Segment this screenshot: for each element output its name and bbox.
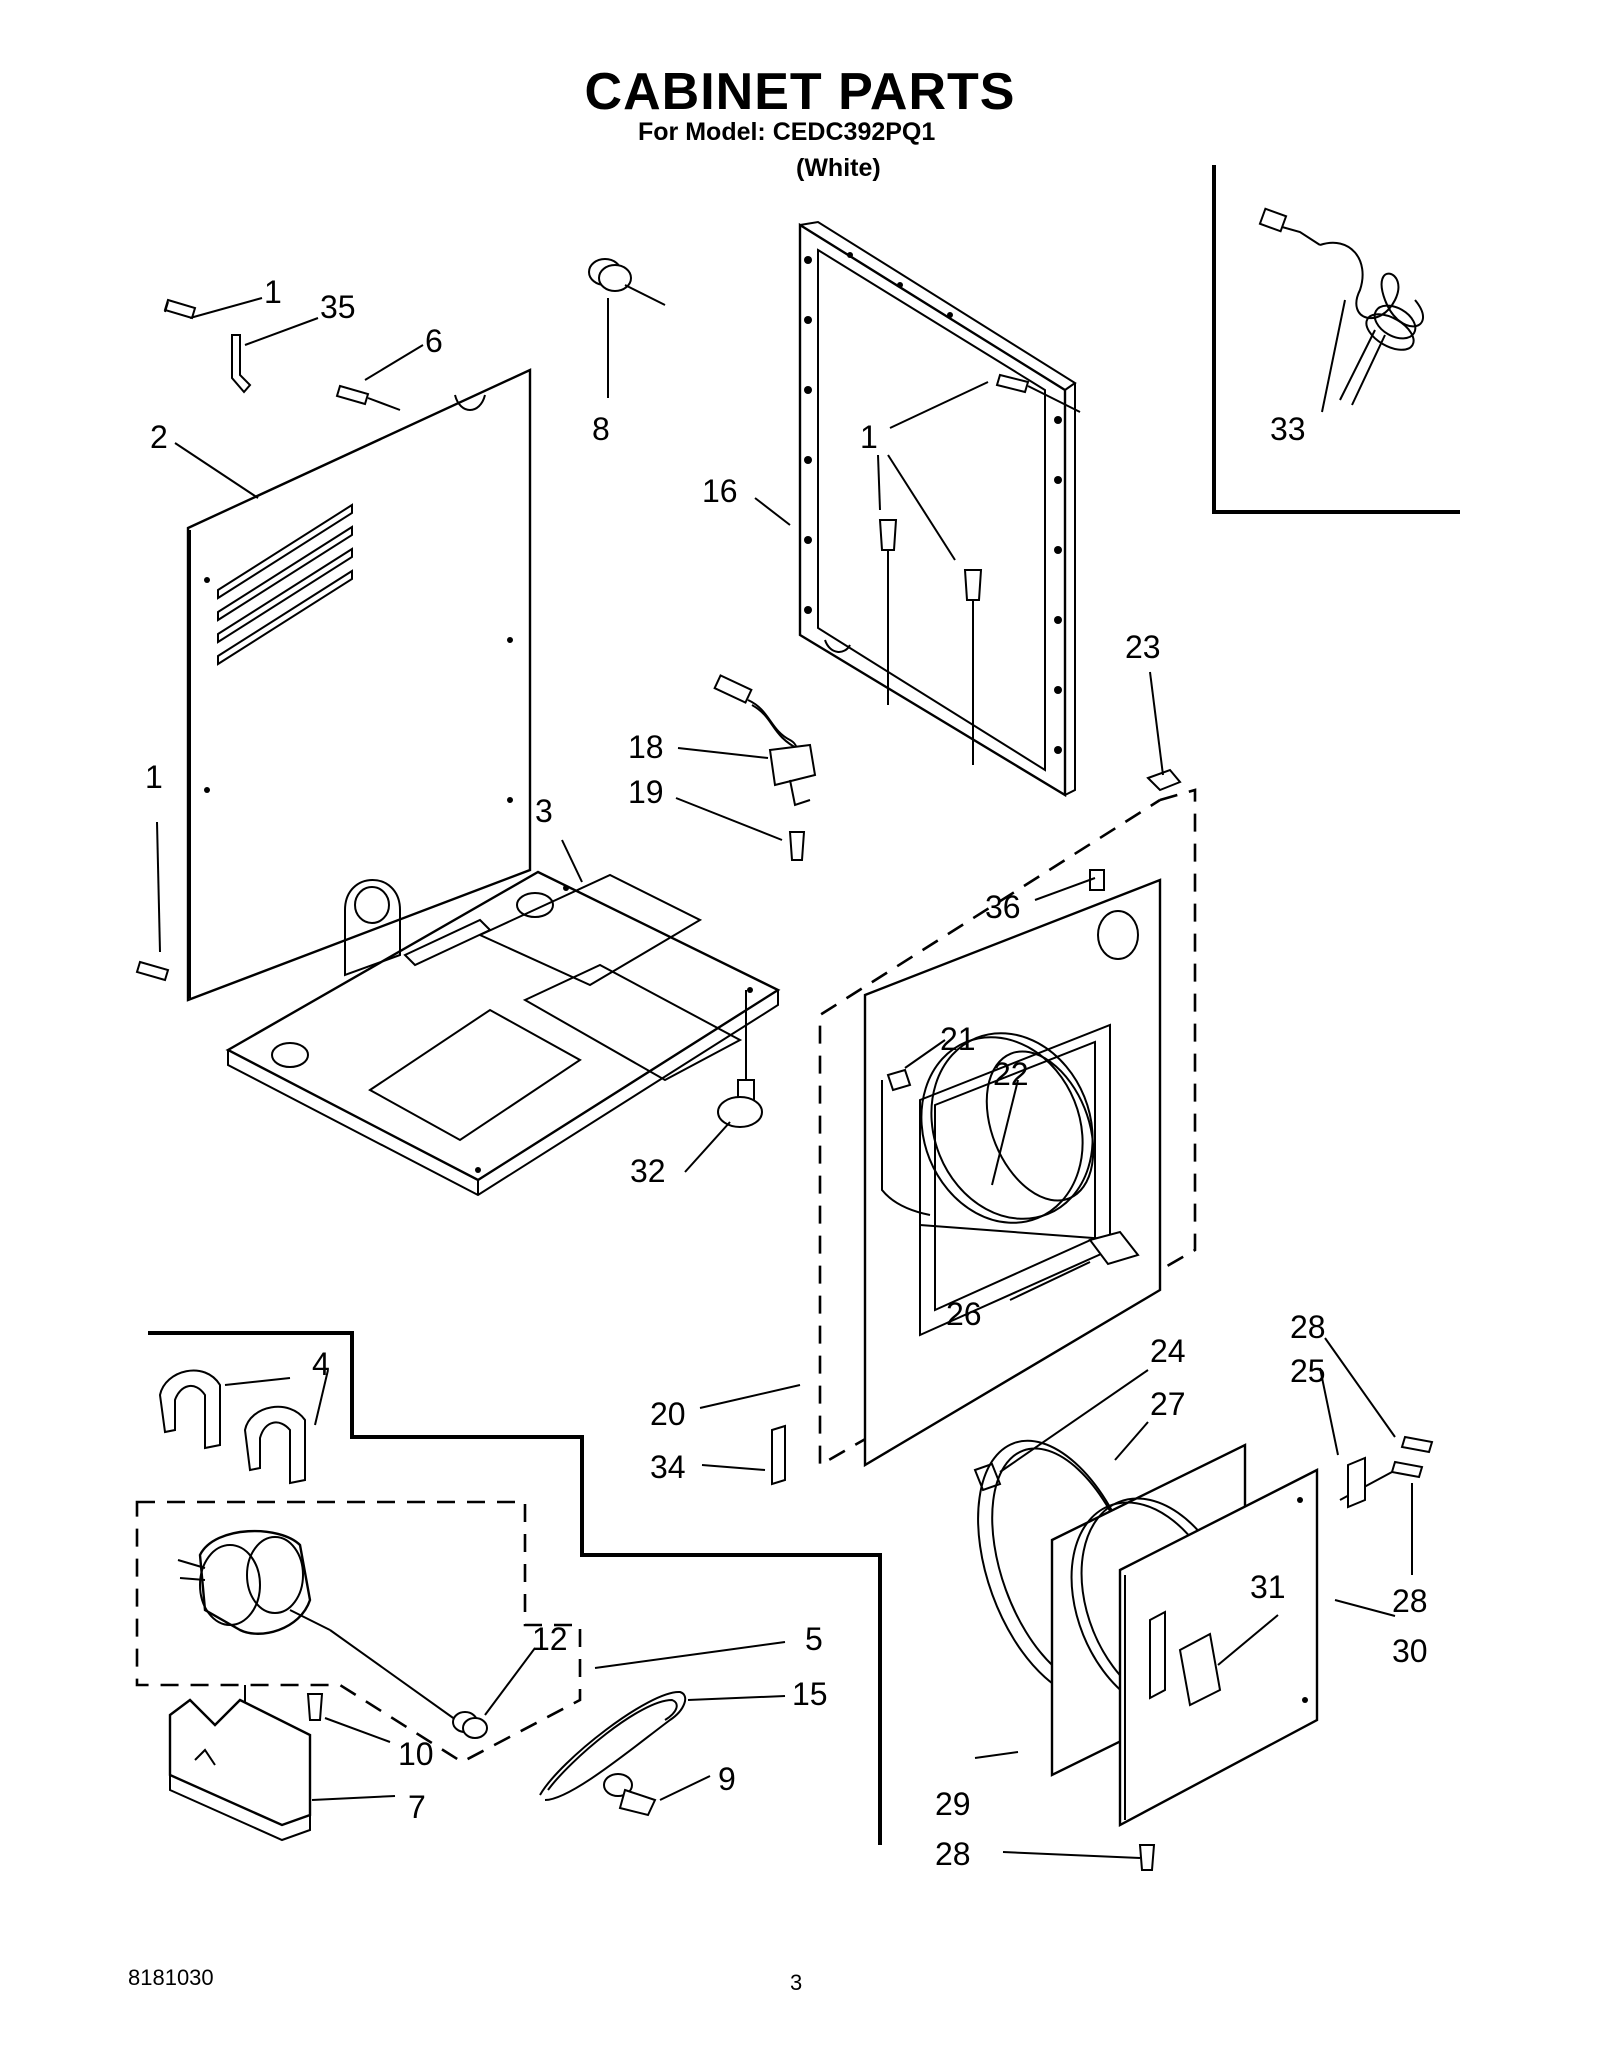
callout: 26	[946, 1296, 982, 1332]
leader-lines	[156, 297, 1413, 1859]
callout: 5	[805, 1621, 823, 1657]
leveling-leg-part	[717, 990, 763, 1128]
motor-part	[177, 1529, 471, 1731]
clip-part	[231, 334, 252, 394]
base-part	[225, 870, 781, 1197]
callout: 20	[650, 1396, 686, 1432]
callout: 3	[535, 793, 553, 829]
screw-part	[886, 1068, 912, 1092]
motor-clamp-part	[158, 1369, 306, 1485]
outer-door-part	[1118, 1468, 1319, 1827]
callout: 4	[312, 1346, 330, 1382]
screw-part	[1400, 1435, 1434, 1454]
color-line: (White)	[796, 154, 881, 182]
drive-belt-part	[539, 1690, 687, 1801]
document-number: 8181030	[128, 1965, 214, 1990]
pulley-part	[452, 1711, 488, 1739]
callout: 7	[408, 1789, 426, 1825]
back-panel-part	[186, 368, 532, 1002]
callout: 34	[650, 1449, 686, 1485]
motor-group-outline	[135, 1500, 582, 1764]
callout: 29	[935, 1786, 971, 1822]
door-catch-part	[1088, 1230, 1140, 1266]
idler-part	[603, 1773, 657, 1817]
hinge-clip-part	[973, 1462, 1002, 1492]
screw-part	[788, 831, 806, 861]
page-number: 3	[790, 1970, 803, 1995]
model-line: For Model: CEDC392PQ1	[638, 118, 936, 146]
callout: 1	[145, 759, 163, 795]
callout: 22	[993, 1056, 1029, 1092]
callout: 15	[792, 1676, 828, 1712]
clip-part	[1146, 768, 1182, 792]
callout: 21	[940, 1021, 976, 1057]
motor-mount-part	[168, 1685, 312, 1842]
callout: 1	[860, 419, 878, 455]
motor-area-outline	[148, 1331, 882, 1845]
callout: 32	[630, 1153, 666, 1189]
screw-part	[163, 298, 197, 320]
callout: 25	[1290, 1353, 1326, 1389]
callout: 36	[985, 889, 1021, 925]
front-panel-group-outline	[818, 788, 1197, 1468]
callout: 12	[532, 1621, 568, 1657]
callout: 35	[320, 289, 356, 325]
wire-harness-part	[713, 674, 817, 807]
callout: 24	[1150, 1333, 1186, 1369]
door-strike-part	[771, 1424, 786, 1486]
screw-part	[335, 384, 401, 411]
page-title: CABINET PARTS	[584, 63, 1016, 121]
screw-part	[306, 1693, 324, 1721]
callout: 9	[718, 1761, 736, 1797]
callout: 2	[150, 419, 168, 455]
callout: 19	[628, 774, 664, 810]
callout: 33	[1270, 411, 1306, 447]
callout-labels: 1 35 6 2 8 1 16 33 1 3 18 19 23 36 21 22…	[145, 274, 1428, 1872]
callout: 31	[1250, 1569, 1286, 1605]
screw-part	[878, 519, 898, 705]
callout: 6	[425, 323, 443, 359]
hinge-part	[1347, 1456, 1366, 1509]
callout: 16	[702, 473, 738, 509]
top-frame-part	[798, 220, 1077, 798]
callout: 8	[592, 411, 610, 447]
power-cord-part	[1258, 207, 1424, 406]
callout: 27	[1150, 1386, 1186, 1422]
callout: 10	[398, 1736, 434, 1772]
callout: 23	[1125, 629, 1161, 665]
screw-part	[995, 373, 1081, 413]
front-panel-part	[863, 878, 1162, 1468]
callout: 18	[628, 729, 664, 765]
callout: 28	[1290, 1309, 1326, 1345]
callout: 28	[935, 1836, 971, 1872]
power-cord-box	[1212, 165, 1460, 514]
callout: 1	[264, 274, 282, 310]
callout: 28	[1392, 1583, 1428, 1619]
bumper-part	[588, 258, 666, 306]
screw-part	[963, 569, 983, 765]
screw-part	[135, 960, 170, 982]
callout: 30	[1392, 1633, 1428, 1669]
screw-part	[1138, 1844, 1156, 1871]
